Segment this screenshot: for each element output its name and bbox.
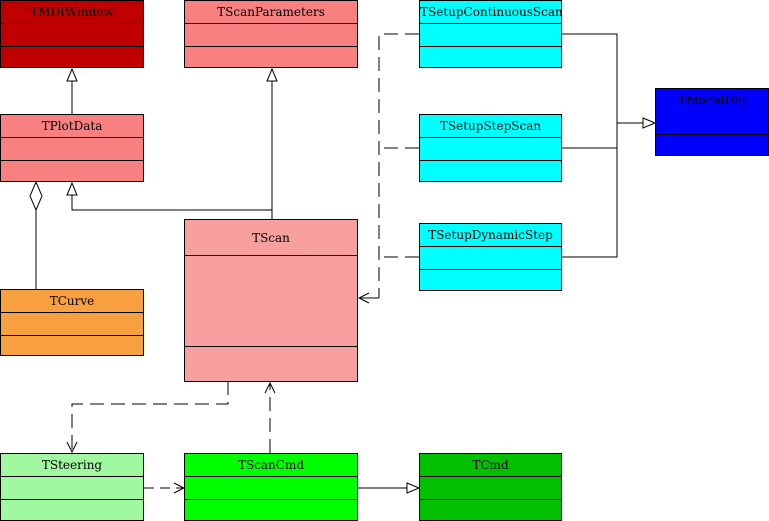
class-tscan[interactable]: TScan [184, 219, 358, 382]
separator [1, 499, 143, 500]
class-tscancmd[interactable]: TScanCmd [184, 453, 358, 521]
separator [420, 23, 561, 24]
setupcontinuous-to-modaldlg [561, 33, 618, 123]
separator [185, 46, 357, 47]
scan-depends-steering [72, 381, 229, 452]
separator [420, 476, 561, 477]
separator [1, 46, 143, 47]
aggregation-diamond [29, 180, 43, 212]
separator [656, 111, 768, 112]
separator [185, 255, 357, 256]
separator [1, 23, 143, 24]
class-name: TCurve [49, 294, 95, 308]
class-name: TScan [252, 231, 290, 245]
separator [420, 246, 561, 247]
separator [1, 160, 143, 161]
separator [1, 312, 143, 313]
separator [420, 269, 561, 270]
scan-inherits-plotdata [72, 183, 273, 219]
separator [656, 134, 768, 135]
class-name: TSetupDynamicStep [428, 228, 553, 242]
class-tmdiwindow[interactable]: TMDIWindow [0, 0, 144, 68]
class-tplotdata[interactable]: TPlotData [0, 114, 144, 182]
class-tsetupcontinuousscan[interactable]: TSetupContinuousScan [419, 0, 563, 68]
class-name: TPlotData [41, 119, 103, 133]
setupdynamic-to-modaldlg [561, 123, 618, 258]
separator [420, 46, 561, 47]
class-tsteering[interactable]: TSteering [0, 453, 144, 521]
class-tscanparameters[interactable]: TScanParameters [184, 0, 358, 68]
separator [185, 476, 357, 477]
class-name: TScanParameters [217, 5, 325, 19]
class-name: TModalDlg [678, 93, 746, 107]
class-name: TMDIWindow [30, 5, 114, 19]
separator [185, 23, 357, 24]
separator [1, 476, 143, 477]
separator [1, 137, 143, 138]
class-name: TSetupStepScan [439, 119, 542, 133]
separator [185, 346, 357, 347]
class-name: TCmd [472, 458, 509, 472]
separator [420, 499, 561, 500]
class-tmodaldlg[interactable]: TModalDlg [655, 88, 769, 156]
separator [1, 335, 143, 336]
class-name: TScanCmd [237, 458, 305, 472]
separator [185, 499, 357, 500]
class-name: TSteering [41, 458, 103, 472]
class-tcmd[interactable]: TCmd [419, 453, 562, 521]
setupcontinuous-depends-scan [378, 33, 419, 298]
class-tsetupstepscan[interactable]: TSetupStepScan [419, 114, 562, 182]
separator [420, 160, 561, 161]
separator [420, 137, 561, 138]
class-tcurve[interactable]: TCurve [0, 289, 144, 356]
class-tsetupdynamicstep[interactable]: TSetupDynamicStep [419, 223, 562, 291]
class-name: TSetupContinuousScan [420, 5, 563, 19]
